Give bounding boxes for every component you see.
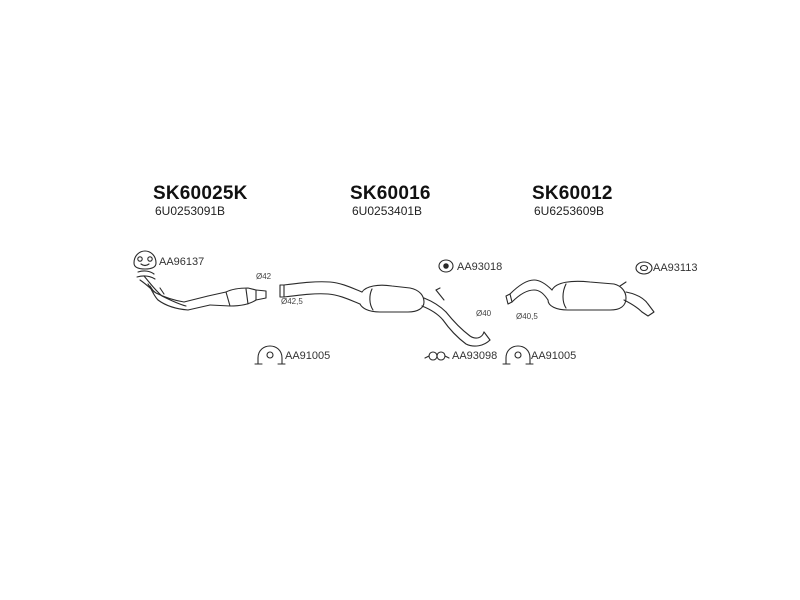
group-oe-rear: 6U6253609B [534,204,605,218]
gasket-icon [133,250,157,270]
group-code-rear: SK60012 [532,183,613,204]
front-pipe-catalytic-converter [136,270,267,311]
group-code-middle: SK60016 [350,183,431,204]
clamp-icon-front [254,345,286,365]
part-rubber-ring-label: AA93098 [452,350,498,362]
group-oe-middle: 6U0253401B [352,204,423,218]
group-code-front: SK60025K [153,183,248,204]
hanger-icon-mid [438,259,454,273]
dimension-d42: Ø42 [256,272,272,281]
hanger-icon-rear [635,261,653,275]
group-oe-front: 6U0253091B [155,204,226,218]
clamp-icon-rear [502,345,534,365]
part-clamp-rear-label: AA91005 [531,350,577,362]
rubber-ring-icon [424,351,450,361]
part-clamp-front-label: AA91005 [285,350,331,362]
middle-pipe-silencer [279,281,491,347]
rear-silencer [505,279,655,317]
part-hanger-mid-label: AA93018 [457,261,503,273]
dimension-d40: Ø40 [476,309,492,318]
part-gasket-label: AA96137 [159,256,205,268]
dimension-d40-5: Ø40,5 [516,312,538,321]
dimension-d42-5: Ø42,5 [281,297,303,306]
part-hanger-rear-label: AA93113 [653,262,698,274]
